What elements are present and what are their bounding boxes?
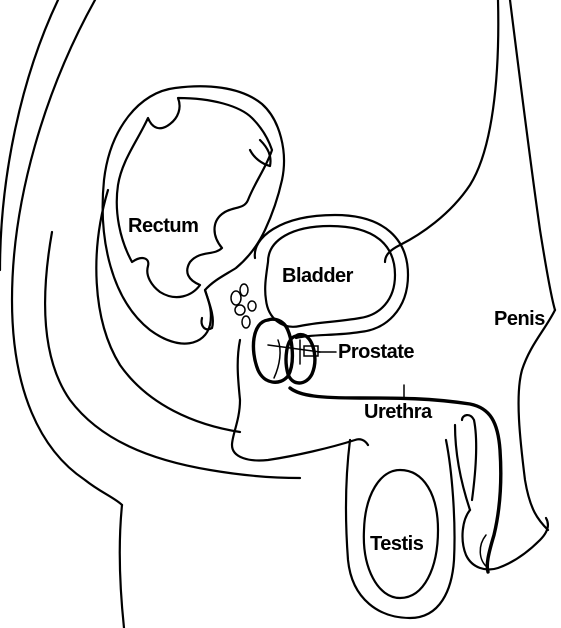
label-urethra: Urethra bbox=[364, 401, 433, 423]
label-rectum: Rectum bbox=[128, 215, 198, 237]
seminal-vesicles bbox=[231, 284, 256, 328]
label-bladder: Bladder bbox=[282, 265, 354, 287]
abdomen-skin bbox=[510, 0, 555, 310]
label-testis: Testis bbox=[370, 533, 424, 555]
label-prostate: Prostate bbox=[338, 341, 414, 363]
rectum-inner bbox=[117, 98, 272, 297]
penis-upper bbox=[519, 310, 555, 530]
label-penis: Penis bbox=[494, 308, 545, 330]
thigh-back-line bbox=[120, 505, 124, 628]
penis-glans bbox=[463, 510, 548, 569]
skin-line-inner bbox=[0, 0, 58, 270]
penis-lower bbox=[455, 425, 470, 510]
pelvic-wall-outer bbox=[45, 232, 300, 478]
abdominal-wall bbox=[385, 0, 498, 262]
